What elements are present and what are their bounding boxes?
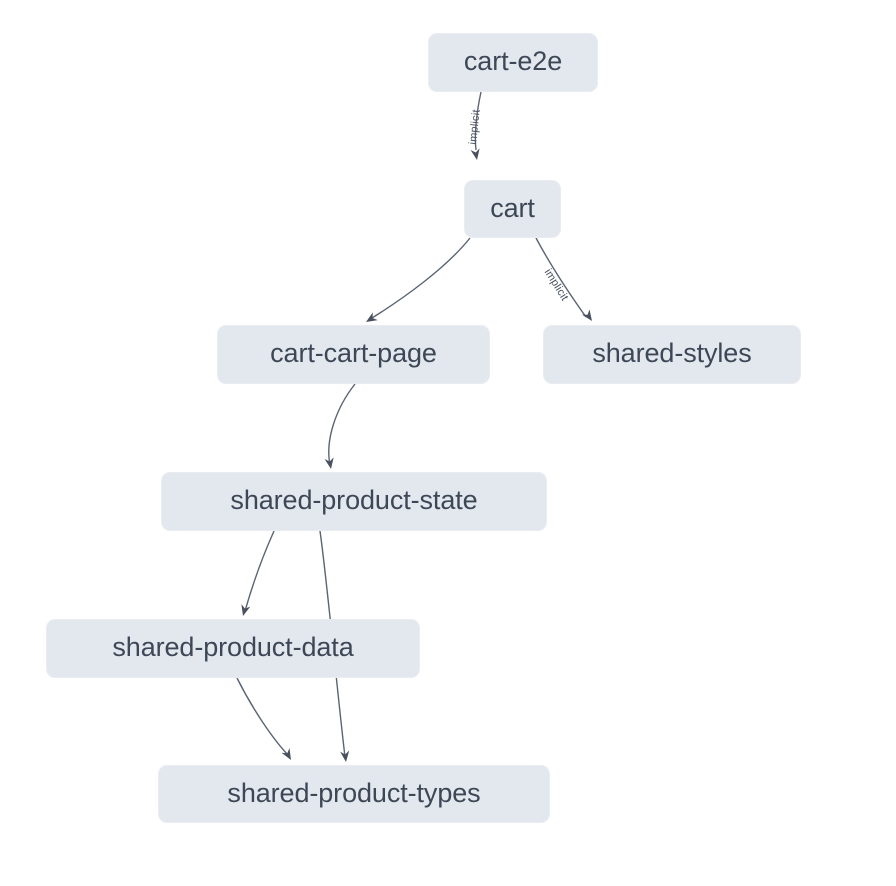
- edge-cart-e2e-to-cart: [474, 91, 482, 151]
- edge-cart-to-cart-cart-page: [371, 237, 471, 319]
- edge-cart-cart-page-to-shared-product-state: [328, 383, 356, 466]
- graph-node-label: cart-e2e: [463, 46, 563, 76]
- edge-cart-to-shared-styles: [535, 237, 587, 318]
- graph-node-shared-styles[interactable]: shared-styles: [543, 325, 801, 384]
- arrowhead-cart-to-shared-styles: [581, 309, 592, 321]
- edge-shared-product-data-to-shared-product-types: [236, 677, 289, 756]
- arrowhead-shared-product-state-to-shared-product-types: [340, 750, 350, 762]
- edge-shared-product-state-to-shared-product-data: [244, 530, 275, 612]
- arrowhead-cart-cart-page-to-shared-product-state: [324, 457, 334, 469]
- arrowhead-shared-product-data-to-shared-product-types: [281, 748, 291, 760]
- graph-node-shared-product-data[interactable]: shared-product-data: [46, 619, 420, 678]
- graph-node-label: cart: [490, 192, 535, 223]
- graph-node-cart[interactable]: cart: [464, 180, 561, 238]
- graph-node-cart-cart-page[interactable]: cart-cart-page: [217, 325, 490, 384]
- arrowhead-shared-product-state-to-shared-product-data: [241, 604, 251, 616]
- graph-node-label: shared-styles: [592, 338, 752, 368]
- edge-label-cart-to-shared-styles: implicit: [542, 267, 571, 303]
- arrowhead-cart-e2e-to-cart: [470, 148, 480, 160]
- graph-node-label: cart-cart-page: [270, 338, 437, 368]
- graph-node-shared-product-types[interactable]: shared-product-types: [158, 765, 550, 823]
- graph-node-label: shared-product-state: [230, 485, 478, 515]
- graph-node-cart-e2e[interactable]: cart-e2e: [428, 33, 598, 92]
- graph-node-shared-product-state[interactable]: shared-product-state: [161, 472, 547, 531]
- graph-node-label: shared-product-data: [112, 632, 354, 662]
- edge-label-cart-e2e-to-cart: implicit: [467, 109, 483, 145]
- arrowhead-cart-to-cart-cart-page: [366, 312, 378, 322]
- graph-node-label: shared-product-types: [227, 777, 481, 808]
